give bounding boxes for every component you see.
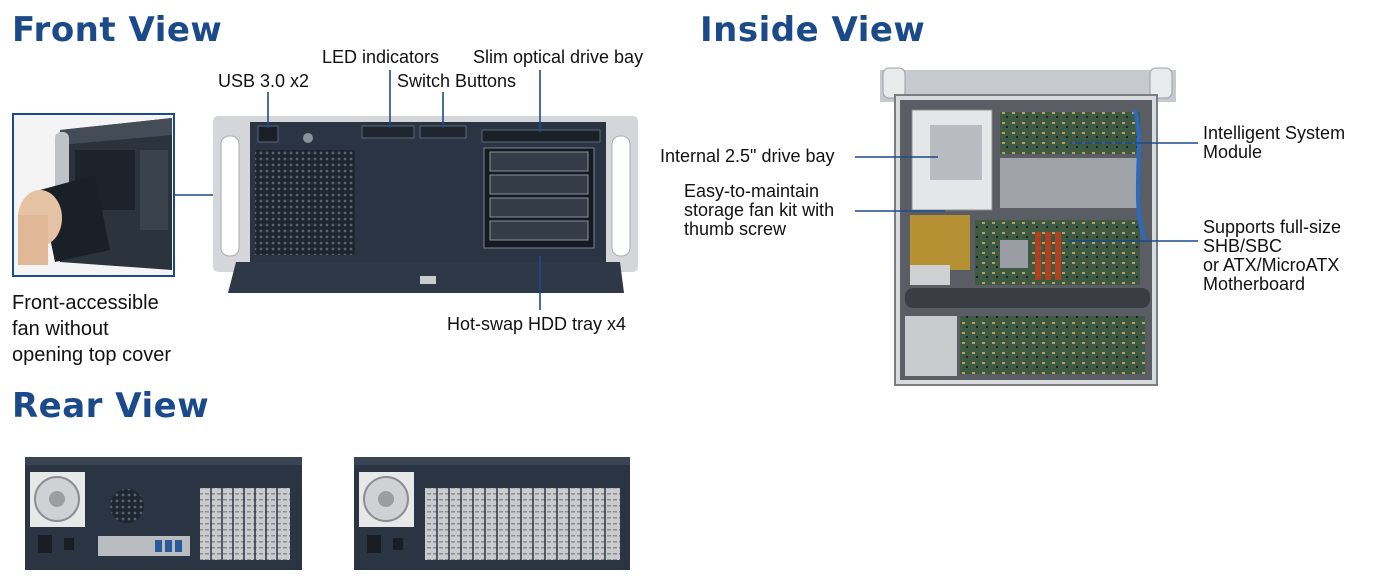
ism-label-line: Module [1203,142,1263,162]
ism-label-line: Intelligent System [1203,123,1346,143]
front-callout-lines [267,70,541,310]
switch-buttons-label: Switch Buttons [397,71,517,91]
front-chassis [213,116,638,293]
internal-drive-bay-label: Internal 2.5" drive bay [660,146,835,166]
usb-label: USB 3.0 x2 [218,71,310,91]
hotswap-hdd-label: Hot-swap HDD tray x4 [447,314,627,334]
motherboard-label-line: SHB/SBC [1203,236,1283,256]
fan-kit-label-line: Easy-to-maintain [684,181,820,201]
motherboard-label-line: Motherboard [1203,274,1306,294]
rear-view-heading: Rear View [12,386,210,426]
motherboard-label-line: or ATX/MicroATX [1203,255,1340,275]
inside-chassis [880,67,1176,386]
rear-chassis-atx [25,457,302,570]
front-fan-inset-photo [12,113,175,277]
led-indicators-label: LED indicators [322,47,440,67]
front-fan-label-line: fan without [12,318,109,340]
motherboard-label: Supports full-size SHB/SBC or ATX/MicroA… [1203,218,1341,294]
fan-kit-label-line: thumb screw [684,219,787,239]
fan-kit-label: Easy-to-maintain storage fan kit with th… [684,182,834,239]
front-fan-label-line: opening top cover [12,344,172,366]
front-fan-label-line: Front-accessible [12,292,159,314]
inside-view-heading: Inside View [700,10,926,50]
inside-callout-lines [855,142,1198,242]
front-view-heading: Front View [12,10,223,50]
fan-kit-label-line: storage fan kit with [684,200,835,220]
rear-chassis-backplane [354,457,630,570]
motherboard-label-line: Supports full-size [1203,217,1342,237]
front-fan-label: Front-accessible fan without opening top… [12,290,171,368]
slim-optical-drive-label: Slim optical drive bay [473,47,644,67]
ism-label: Intelligent System Module [1203,124,1345,162]
